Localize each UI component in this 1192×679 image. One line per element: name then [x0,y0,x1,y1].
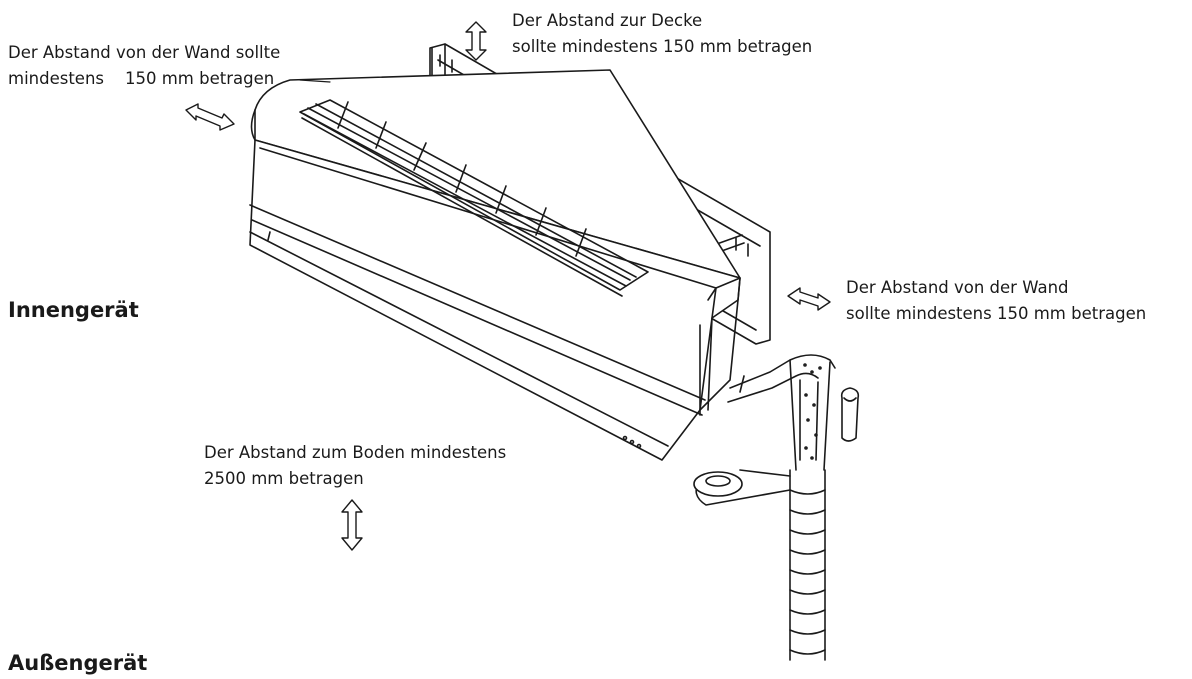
right-wall-arrow-icon [787,287,831,311]
piping [693,354,860,661]
wall-clearance-left-label: Der Abstand von der Wand sollte mindeste… [8,43,281,88]
ceiling-clearance-label: Der Abstand zur Decke sollte mindestens … [512,11,813,56]
outdoor-unit-heading: Außengerät [8,651,148,675]
indoor-unit-heading: Innengerät [8,298,139,322]
left-wall-arrow-icon [185,103,235,131]
wall-clearance-right-label: Der Abstand von der Wand sollte mindeste… [846,278,1147,323]
leader-line [299,79,331,83]
indoor-unit [249,69,741,461]
floor-clearance-label: Der Abstand zum Boden mindestens 2500 mm… [204,443,507,488]
ceiling-arrow-icon [465,21,487,61]
floor-arrow-icon [341,499,363,551]
arrows [185,21,831,551]
